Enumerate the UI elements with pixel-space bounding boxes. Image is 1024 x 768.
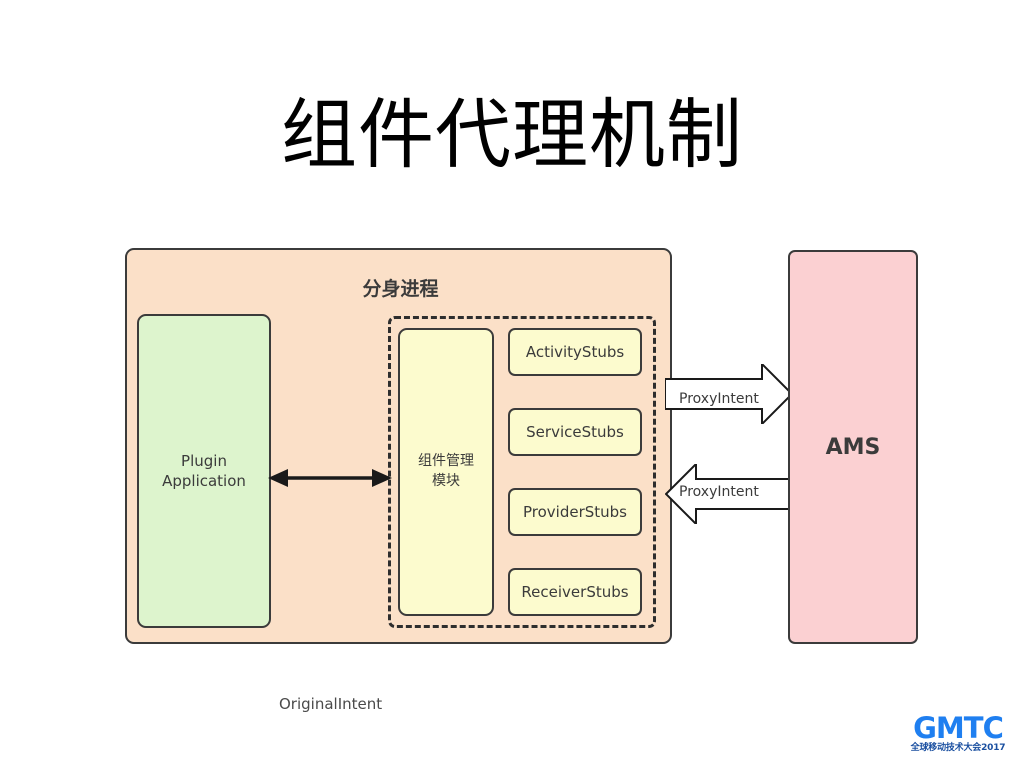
component-manager-box: 组件管理 模块 (398, 328, 494, 616)
plugin-application-box: Plugin Application (137, 314, 271, 628)
process-container-title: 分身进程 (362, 278, 439, 300)
proxy-intent-arrow-left-label: ProxyIntent (679, 484, 759, 500)
stub-label: ServiceStubs (526, 423, 624, 441)
stub-box-receiver: ReceiverStubs (508, 568, 642, 616)
stub-label: ReceiverStubs (521, 583, 629, 601)
proxy-intent-arrow-right-label: ProxyIntent (679, 391, 759, 407)
gmtc-wordmark: GMTC (913, 711, 1004, 745)
stub-box-activity: ActivityStubs (508, 328, 642, 376)
gmtc-tagline: 全球移动技术大会2017 (910, 743, 1006, 753)
proxy-intent-arrow-left (664, 461, 794, 527)
page-title: 组件代理机制 (281, 89, 743, 179)
proxy-intent-arrow-right (664, 361, 794, 427)
gmtc-logo: GMTC 全球移动技术大会2017 (908, 714, 1008, 754)
bidirectional-arrow (268, 462, 392, 494)
ams-box: AMS (788, 250, 918, 644)
stub-label: ActivityStubs (525, 343, 625, 361)
stub-label: ProviderStubs (522, 503, 627, 521)
plugin-application-label: Plugin Application (162, 451, 246, 490)
stub-box-provider: ProviderStubs (508, 488, 642, 536)
component-manager-label: 组件管理 模块 (418, 453, 474, 489)
ams-label: AMS (825, 434, 881, 460)
stub-region (388, 316, 656, 628)
stub-box-service: ServiceStubs (508, 408, 642, 456)
original-intent-label: OriginalIntent (279, 695, 383, 713)
stub-list: ActivityStubs ServiceStubs ProviderStubs… (508, 328, 642, 616)
